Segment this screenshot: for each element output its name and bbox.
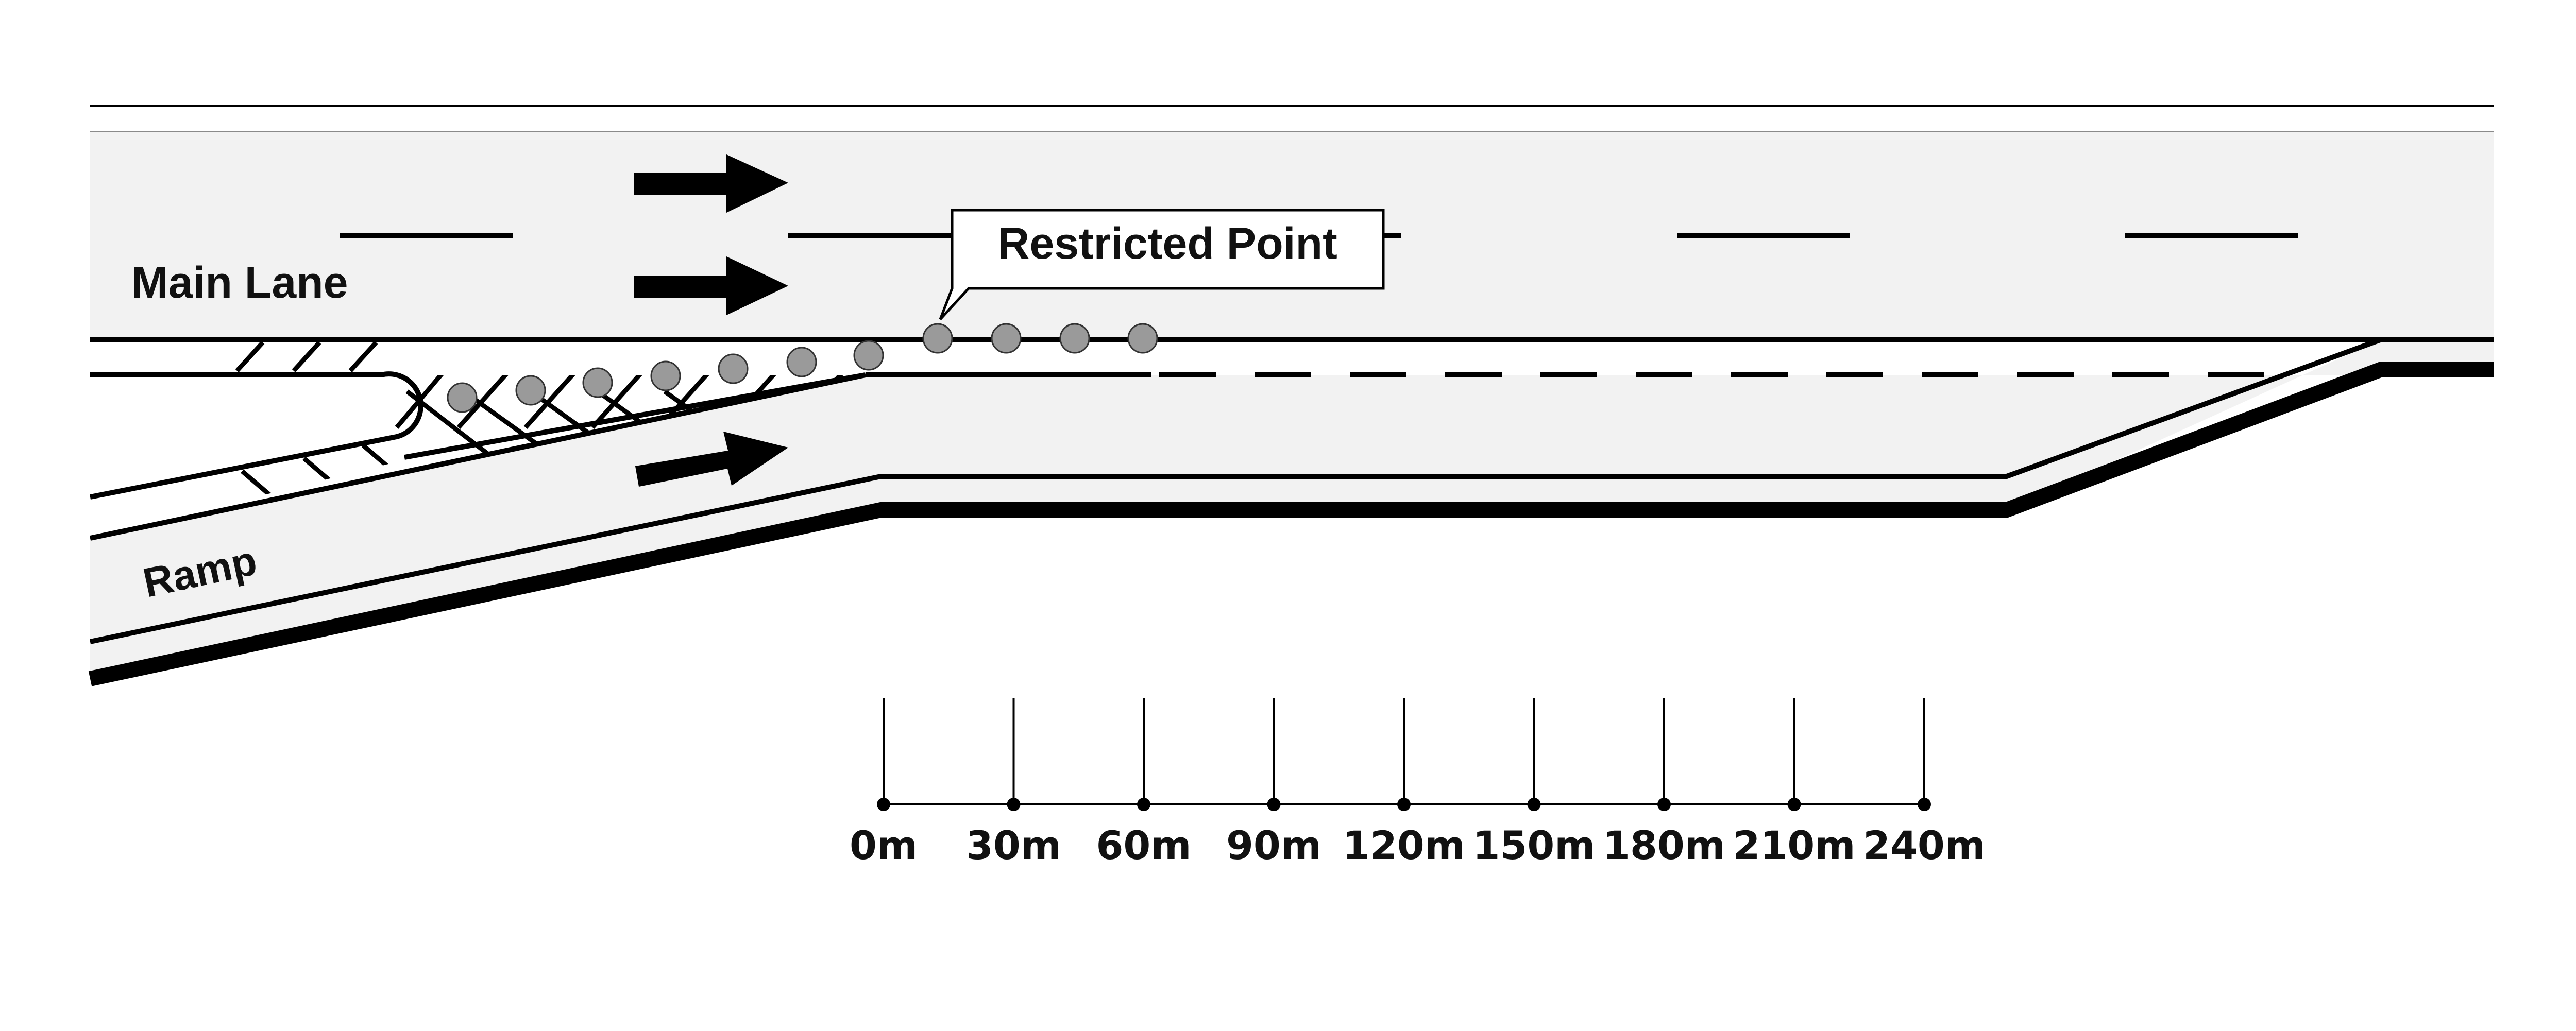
gore-nose	[90, 371, 423, 500]
circle-marker-icon	[718, 353, 749, 384]
scale-tick-dot	[1918, 798, 1931, 811]
circle-marker-icon	[922, 323, 953, 354]
scale-tick-label: 30m	[966, 822, 1061, 868]
arrow-right-icon	[634, 256, 788, 315]
scale-tick-dot	[1787, 798, 1801, 811]
main-lane-hatching	[235, 340, 378, 373]
scale-tick-label: 0m	[850, 822, 918, 868]
scale-tick-dot	[1397, 798, 1411, 811]
scale-tick-label: 210m	[1733, 822, 1856, 868]
restricted-markers	[447, 323, 1158, 413]
circle-marker-icon	[515, 375, 546, 406]
ramp-inner-edge	[89, 372, 867, 541]
scale-tick-label: 180m	[1603, 822, 1725, 868]
scale-tick-dot	[1267, 798, 1281, 811]
ramp-outer-edge	[89, 337, 2381, 644]
circle-marker-icon	[853, 340, 884, 371]
circle-marker-icon	[786, 347, 817, 377]
circle-marker-icon	[650, 360, 681, 391]
scale-tick-dot	[1137, 798, 1150, 811]
restricted-point-label: Restricted Point	[997, 219, 1337, 268]
circle-marker-icon	[447, 382, 478, 413]
scale-tick-dot	[1657, 798, 1671, 811]
scale-tick-label: 240m	[1863, 822, 1986, 868]
restricted-point-callout: Restricted Point	[939, 209, 1385, 320]
circle-marker-icon	[582, 367, 613, 398]
scale-tick-label: 90m	[1226, 822, 1321, 868]
circle-marker-icon	[1059, 323, 1090, 354]
ramp-shoulder-edge	[88, 362, 2494, 686]
arrow-right-icon	[634, 154, 788, 213]
circle-marker-icon	[1127, 323, 1158, 354]
circle-marker-icon	[991, 323, 1022, 354]
scale-tick-label: 120m	[1343, 822, 1465, 868]
arrow-right-icon	[635, 432, 788, 487]
scale-tick-label: 60m	[1096, 822, 1192, 868]
scale-tick-dot	[1007, 798, 1021, 811]
scale-tick-label: 150m	[1473, 822, 1596, 868]
main-lane-label: Main Lane	[131, 258, 348, 307]
scale-tick-dot	[1527, 798, 1541, 811]
scale-tick-dot	[877, 798, 890, 811]
